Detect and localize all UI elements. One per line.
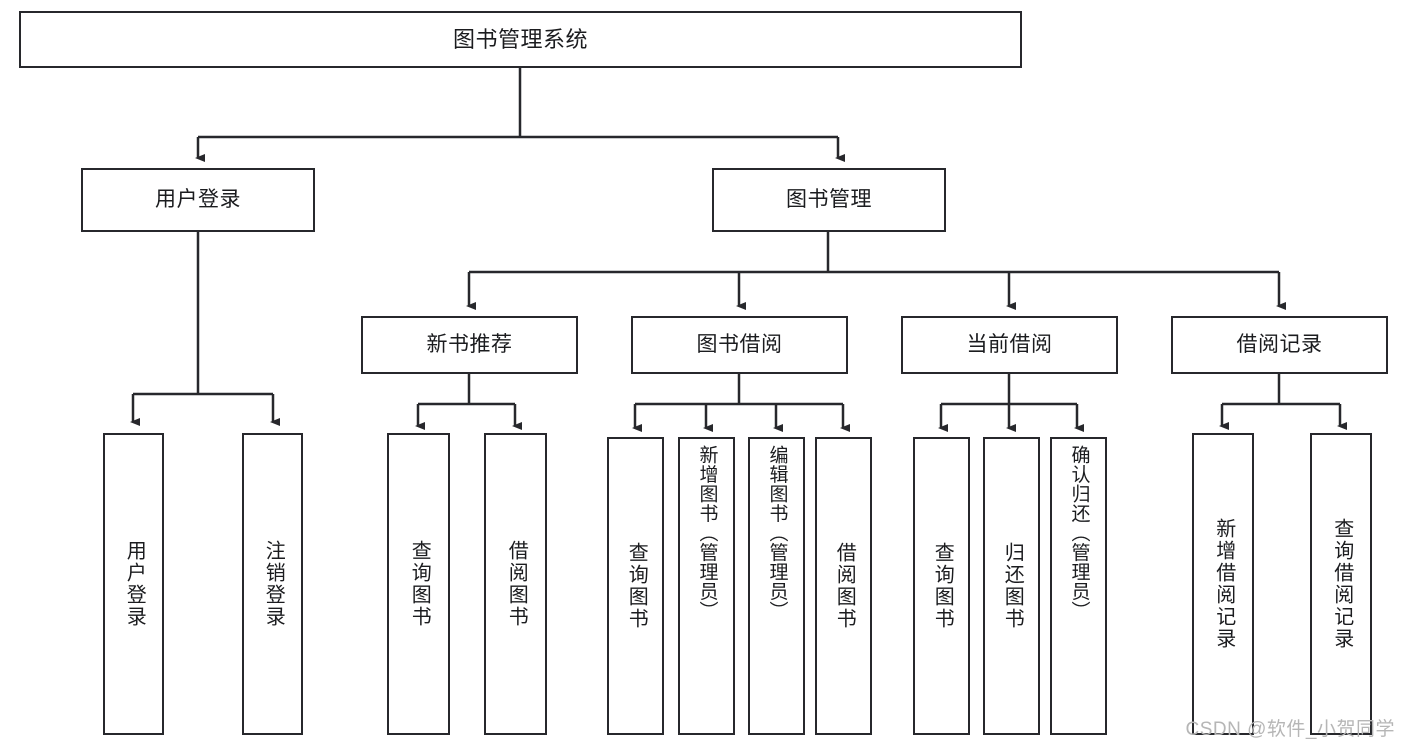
node-label: 借阅图书 bbox=[505, 540, 528, 628]
node-label: 编辑图书（管理员） bbox=[766, 445, 788, 621]
node-book-borrow[interactable]: 图书借阅 bbox=[631, 316, 848, 374]
node-leaf-borrow-book-2[interactable]: 借阅图书 bbox=[815, 437, 872, 735]
node-label: 查询图书 bbox=[625, 542, 648, 630]
node-label: 注销登录 bbox=[262, 540, 285, 628]
node-leaf-logout[interactable]: 注销登录 bbox=[242, 433, 303, 735]
node-label: 查询借阅记录 bbox=[1330, 518, 1353, 650]
node-borrow-record[interactable]: 借阅记录 bbox=[1171, 316, 1388, 374]
node-user-login[interactable]: 用户登录 bbox=[81, 168, 315, 232]
node-label: 图书管理 bbox=[786, 187, 872, 211]
node-leaf-add-record[interactable]: 新增借阅记录 bbox=[1192, 433, 1254, 735]
node-label: 图书管理系统 bbox=[452, 26, 588, 52]
node-leaf-query-record[interactable]: 查询借阅记录 bbox=[1310, 433, 1372, 735]
node-label: 新书推荐 bbox=[426, 332, 513, 356]
node-root-book-management-system[interactable]: 图书管理系统 bbox=[19, 11, 1022, 68]
node-book-management[interactable]: 图书管理 bbox=[712, 168, 946, 232]
node-label: 图书借阅 bbox=[696, 332, 783, 356]
node-label: 查询图书 bbox=[931, 542, 954, 630]
node-leaf-edit-book[interactable]: 编辑图书（管理员） bbox=[748, 437, 805, 735]
node-leaf-query-book-2[interactable]: 查询图书 bbox=[607, 437, 664, 735]
node-leaf-confirm-return[interactable]: 确认归还（管理员） bbox=[1050, 437, 1107, 735]
node-current-borrow[interactable]: 当前借阅 bbox=[901, 316, 1118, 374]
node-leaf-query-book-1[interactable]: 查询图书 bbox=[387, 433, 450, 735]
node-label: 确认归还（管理员） bbox=[1068, 445, 1090, 621]
node-label: 新增借阅记录 bbox=[1212, 518, 1235, 650]
node-leaf-add-book[interactable]: 新增图书（管理员） bbox=[678, 437, 735, 735]
node-leaf-borrow-book-1[interactable]: 借阅图书 bbox=[484, 433, 547, 735]
node-label: 归还图书 bbox=[1001, 542, 1024, 630]
node-label: 用户登录 bbox=[123, 540, 146, 628]
node-leaf-user-login[interactable]: 用户登录 bbox=[103, 433, 164, 735]
node-label: 查询图书 bbox=[408, 540, 431, 628]
node-label: 借阅记录 bbox=[1236, 332, 1323, 356]
node-leaf-return-book[interactable]: 归还图书 bbox=[983, 437, 1040, 735]
node-label: 新增图书（管理员） bbox=[696, 445, 718, 621]
node-label: 当前借阅 bbox=[966, 332, 1053, 356]
node-new-book-recommend[interactable]: 新书推荐 bbox=[361, 316, 578, 374]
node-label: 用户登录 bbox=[155, 187, 241, 211]
node-leaf-query-book-3[interactable]: 查询图书 bbox=[913, 437, 970, 735]
node-label: 借阅图书 bbox=[833, 542, 856, 630]
csdn-watermark: CSDN @软件_小贺同学 bbox=[1185, 719, 1395, 740]
